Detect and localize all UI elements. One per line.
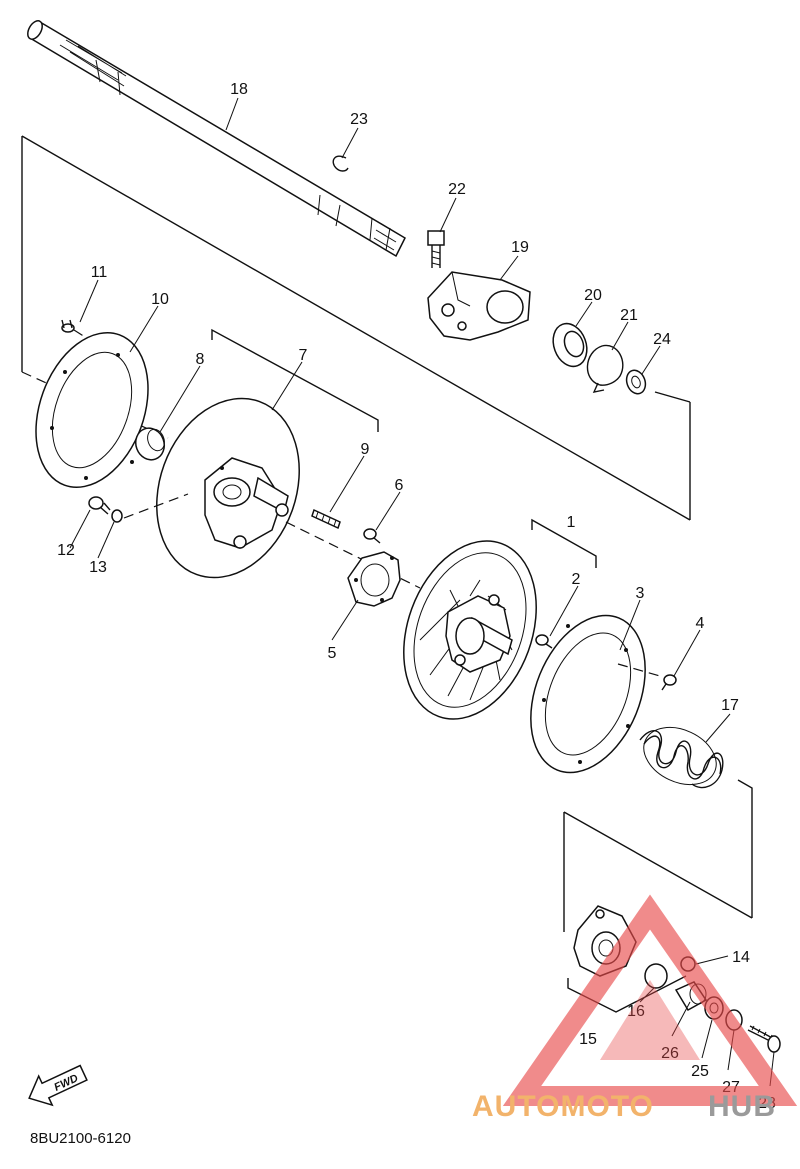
label-2: 2 bbox=[572, 571, 581, 588]
label-23: 23 bbox=[350, 111, 368, 128]
label-20: 20 bbox=[584, 287, 602, 304]
label-14: 14 bbox=[732, 949, 750, 966]
leader-6 bbox=[285, 521, 421, 589]
label-6: 6 bbox=[395, 477, 404, 494]
plate-part-3 bbox=[530, 614, 646, 774]
label-21: 21 bbox=[620, 307, 638, 324]
watermark-text: AUTOMOTO HUB bbox=[472, 1090, 776, 1123]
bracket-part-19 bbox=[427, 271, 531, 341]
circlip-part-23 bbox=[332, 155, 349, 172]
drawing-code: 8BU2100-6120 bbox=[30, 1130, 131, 1147]
label-9: 9 bbox=[361, 441, 370, 458]
leader-lines bbox=[69, 97, 775, 1087]
label-24: 24 bbox=[653, 331, 671, 348]
spring-part-17 bbox=[639, 726, 724, 789]
bearing-part-20 bbox=[552, 322, 588, 368]
label-1: 1 bbox=[567, 514, 576, 531]
lower-outline bbox=[563, 779, 753, 932]
label-4: 4 bbox=[696, 615, 705, 632]
label-7: 7 bbox=[299, 347, 308, 364]
screw-part-11 bbox=[61, 319, 75, 333]
sheave-part-7 bbox=[156, 397, 300, 579]
label-13: 13 bbox=[89, 559, 107, 576]
shaft-part-18 bbox=[27, 20, 406, 258]
sheave-part-1 bbox=[403, 540, 537, 720]
washer-part-13 bbox=[111, 509, 123, 523]
bolt-part-12 bbox=[88, 496, 111, 515]
screw-part-6 bbox=[363, 528, 381, 544]
watermark-text-part2: HUB bbox=[708, 1090, 776, 1123]
label-17: 17 bbox=[721, 697, 739, 714]
leader-12-13 bbox=[123, 493, 189, 519]
label-25: 25 bbox=[691, 1063, 709, 1080]
leader-4 bbox=[617, 663, 661, 677]
label-10: 10 bbox=[151, 291, 169, 308]
label-8: 8 bbox=[196, 351, 205, 368]
washer-part-24 bbox=[625, 369, 647, 395]
fwd-label: FWD bbox=[52, 1072, 80, 1093]
label-22: 22 bbox=[448, 181, 466, 198]
screw-part-4 bbox=[661, 674, 677, 691]
label-5: 5 bbox=[328, 645, 337, 662]
label-3: 3 bbox=[636, 585, 645, 602]
watermark-logo bbox=[502, 894, 798, 1106]
bolt-part-28 bbox=[747, 1025, 781, 1053]
screw-part-2 bbox=[535, 634, 553, 649]
label-18: 18 bbox=[230, 81, 248, 98]
label-19: 19 bbox=[511, 239, 529, 256]
plate-part-5 bbox=[347, 551, 401, 607]
circlip-part-21 bbox=[586, 344, 624, 393]
bracket-1 bbox=[531, 518, 597, 568]
label-15: 15 bbox=[579, 1031, 597, 1048]
watermark-text-part1: AUTOMOTO bbox=[472, 1090, 654, 1123]
label-11: 11 bbox=[91, 264, 108, 281]
pin-part-9 bbox=[311, 508, 341, 530]
forward-direction-arrow: FWD bbox=[28, 1064, 88, 1107]
label-26: 26 bbox=[661, 1045, 679, 1062]
bolt-part-22 bbox=[427, 230, 445, 268]
label-12: 12 bbox=[57, 542, 75, 559]
slider-part-16 bbox=[644, 963, 668, 989]
label-16: 16 bbox=[627, 1003, 645, 1020]
plate-part-10 bbox=[35, 331, 149, 489]
bracket-7-9 bbox=[211, 328, 379, 432]
bushing-part-8 bbox=[135, 427, 165, 461]
part-number-labels: 1 2 3 4 5 6 7 8 9 10 11 12 13 14 15 16 1… bbox=[57, 81, 776, 1112]
